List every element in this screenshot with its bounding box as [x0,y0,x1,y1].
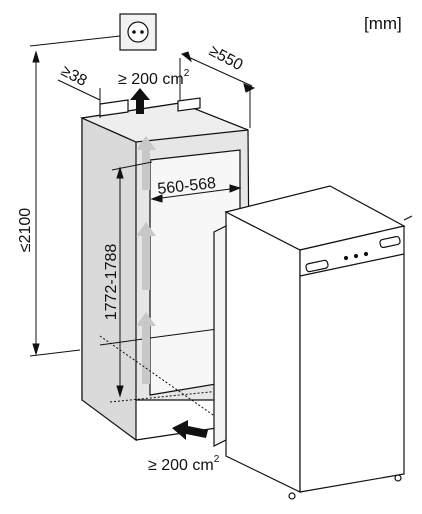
vent-bottom-label: ≥ 200 cm2 [148,454,220,474]
air-flow-arrow-icon [172,420,208,440]
niche-height-dimension [111,161,153,398]
gap-top-dimension [57,79,101,118]
fridge-appliance [213,185,413,500]
air-flow-arrow-icon [130,88,150,114]
height-max-dimension [29,35,121,357]
bottom-vent-guide [99,335,231,425]
depth-dimension [179,51,256,128]
vent-top-sup: 2 [184,68,190,79]
niche-height-label: 1772-1788 [103,244,120,321]
height-max-label: ≤2100 [17,208,34,252]
vent-top-label: ≥ 200 cm2 [118,68,190,88]
niche-width-dimension [150,184,242,203]
wall-socket-icon [119,13,157,51]
vent-bottom-sup: 2 [214,454,220,465]
vent-bottom-value: ≥ 200 cm [148,457,214,474]
vent-top-value: ≥ 200 cm [118,71,184,88]
unit-label: [mm] [364,14,402,33]
gap-top-label: ≥38 [58,63,90,91]
niche-width-label: 560-568 [157,175,217,198]
depth-label: ≥550 [206,43,245,75]
